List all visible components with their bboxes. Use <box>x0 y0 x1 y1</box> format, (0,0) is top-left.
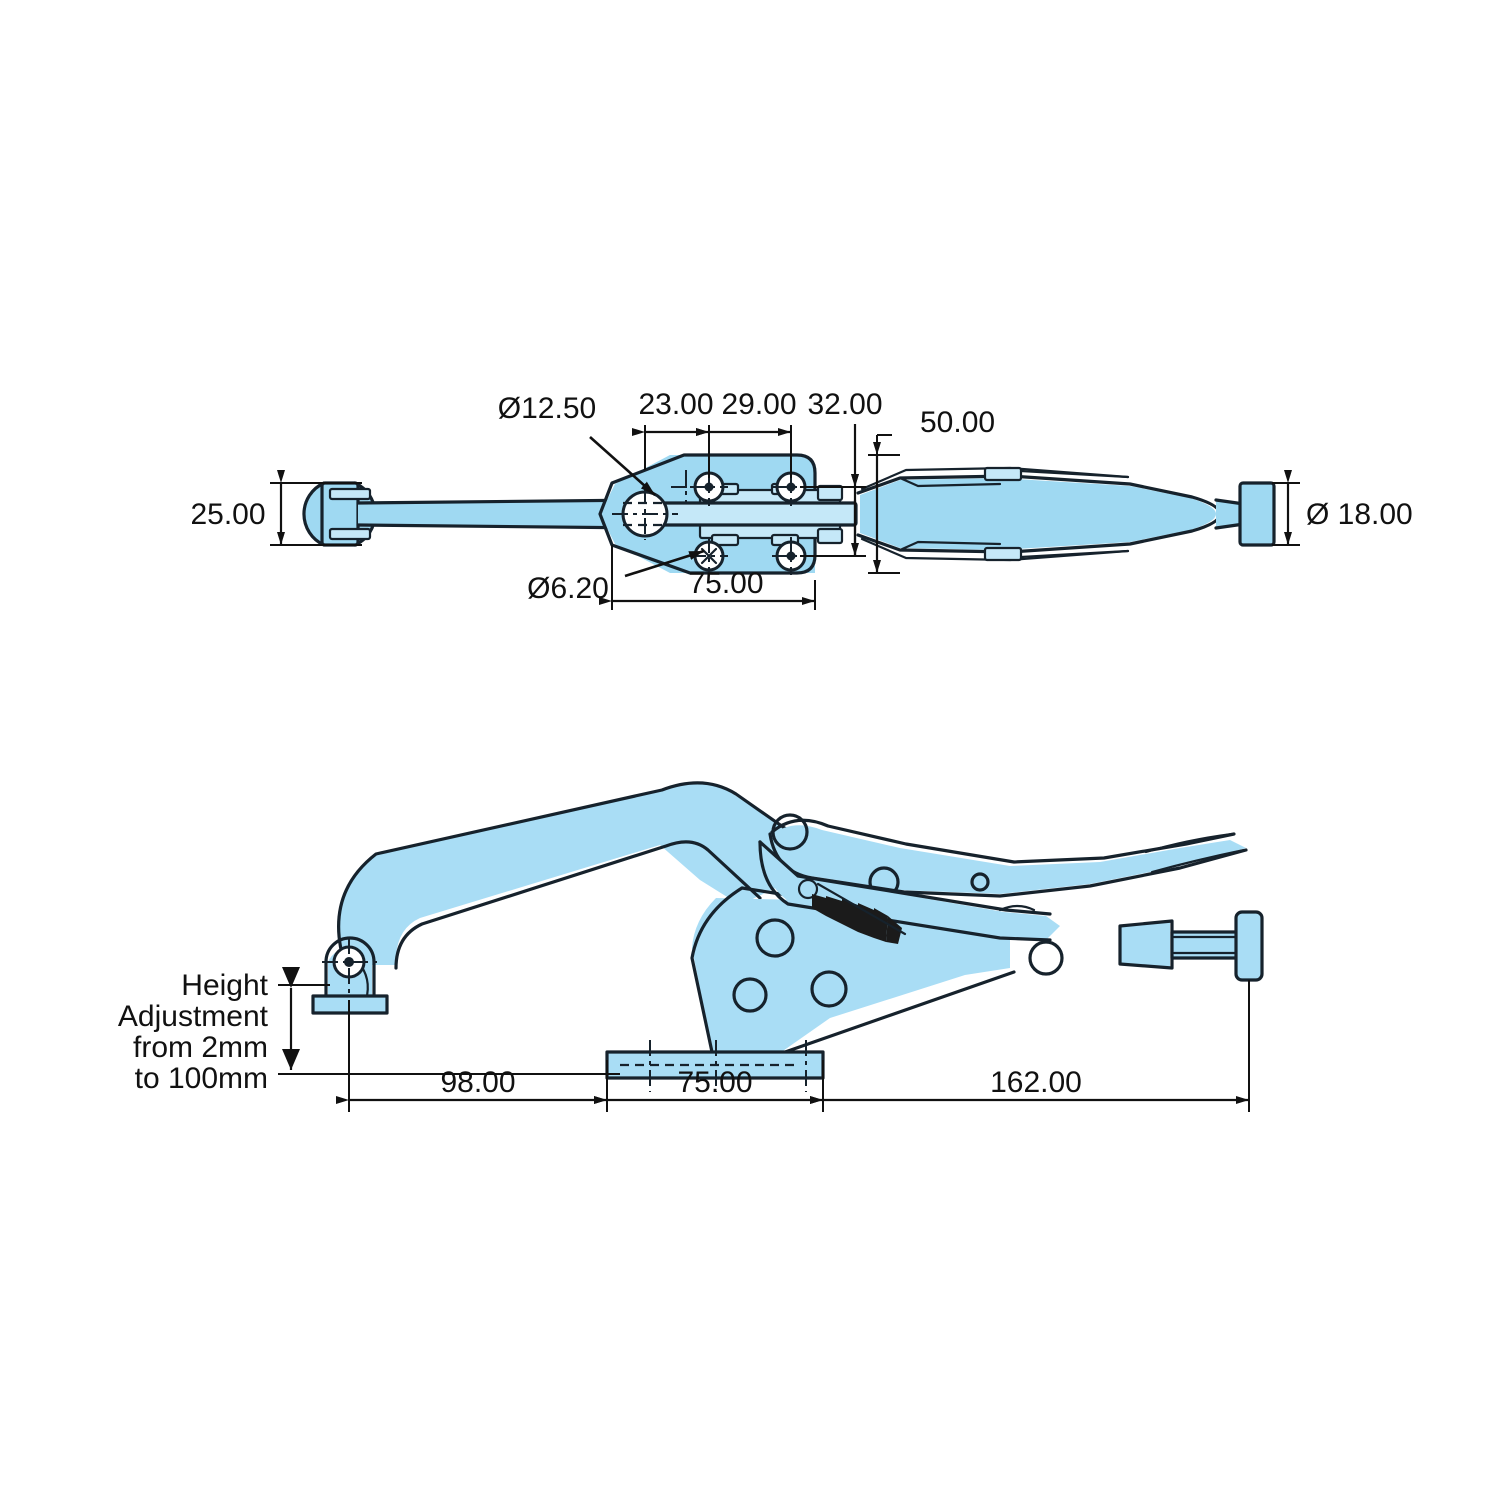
dim-small-hole-label: Ø6.20 <box>527 572 609 605</box>
dim-hole-row-spacing: 32.00 <box>800 388 883 557</box>
note-line-1: Height <box>181 969 268 1002</box>
dim-handle-length: 162.00 <box>810 1066 1249 1104</box>
note-line-2: Adjustment <box>118 1000 269 1033</box>
coil-spring <box>797 878 907 944</box>
dim-handle-length-label: 162.00 <box>990 1066 1082 1099</box>
dim-hole-spacing-1-label: 23.00 <box>638 388 713 421</box>
dim-plate-width-top-label: 75.00 <box>688 567 763 600</box>
dim-knob-width-label: 25.00 <box>190 498 265 531</box>
side-view-group <box>311 781 1264 1092</box>
top-view-dimensions: 25.00 Ø12.50 Ø6.20 23.00 <box>190 388 1413 610</box>
dim-hole-spacing-2: 29.00 <box>696 388 797 478</box>
top-view-group <box>302 453 1276 575</box>
dim-handle-end-dia-label: Ø 18.00 <box>1306 498 1413 531</box>
threaded-shaft-top <box>356 498 650 530</box>
dim-jaw-to-plate-label: 98.00 <box>440 1066 515 1099</box>
dim-plate-height: 50.00 <box>868 406 995 574</box>
inner-link <box>758 840 1064 976</box>
slide-bar-top <box>646 482 858 547</box>
adjustment-knob-top <box>302 481 377 547</box>
dim-knob-width: 25.00 <box>190 470 362 546</box>
dim-hole-spacing-2-label: 29.00 <box>721 388 796 421</box>
handle-end-cap-top <box>1238 481 1276 547</box>
side-view-dimensions: Height Adjustment from 2mm to 100mm 98.0… <box>118 967 1250 1112</box>
dim-handle-end-dia: Ø 18.00 <box>1272 470 1413 546</box>
dim-plate-width-top: 75.00 <box>599 545 816 610</box>
dim-plate-length-side: 75.00 <box>594 1066 823 1104</box>
dim-plate-length-side-label: 75.00 <box>677 1066 752 1099</box>
dim-large-hole-label: Ø12.50 <box>498 392 596 425</box>
dim-hole-row-spacing-label: 32.00 <box>807 388 882 421</box>
dim-large-hole-dia: Ø12.50 <box>498 392 656 496</box>
dim-small-hole-dia: Ø6.20 <box>527 549 705 605</box>
dim-plate-height-label: 50.00 <box>920 406 995 439</box>
adjustment-screw-side <box>1118 910 1264 982</box>
upper-jaw-arm <box>337 781 808 970</box>
height-adjustment-note: Height Adjustment from 2mm to 100mm <box>118 969 269 1095</box>
note-line-4: to 100mm <box>135 1062 268 1095</box>
note-line-3: from 2mm <box>133 1031 268 1064</box>
upper-lever <box>768 813 1248 898</box>
dim-jaw-to-plate: 98.00 <box>336 1066 607 1104</box>
handle-top <box>856 466 1246 562</box>
left-pivot-mount <box>311 936 389 1015</box>
